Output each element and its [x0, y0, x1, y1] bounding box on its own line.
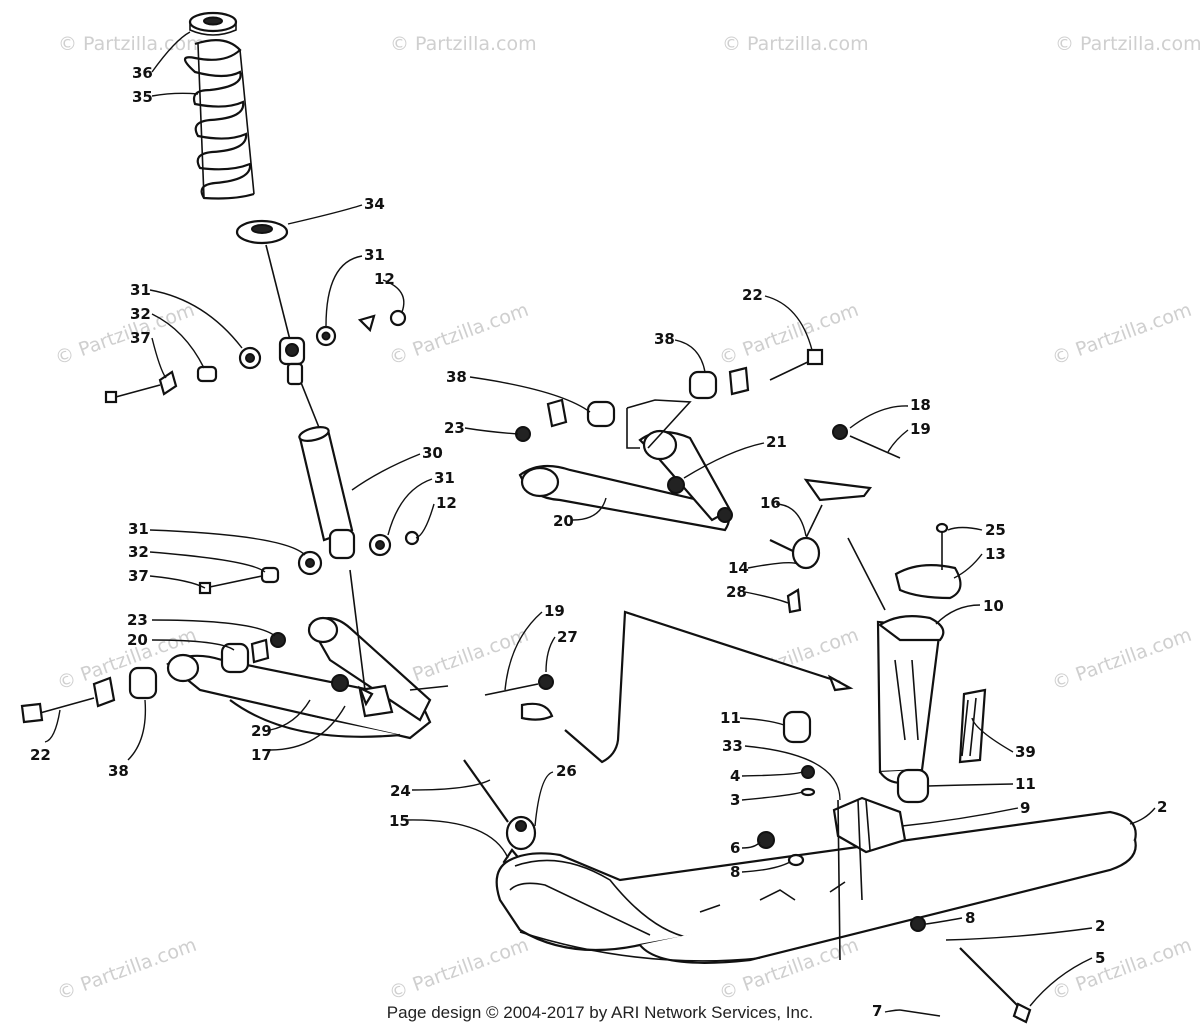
callout-33: 33	[722, 737, 743, 755]
watermark: © Partzilla.com	[1049, 299, 1194, 370]
lower-arm-hardware	[20, 632, 286, 724]
spring-retainer-bottom	[235, 219, 289, 245]
callout-9: 9	[1020, 799, 1030, 817]
callout-4: 4	[730, 767, 740, 785]
coil-spring	[183, 39, 255, 200]
watermark: © Partzilla.com	[722, 33, 869, 55]
watermark: © Partzilla.com	[1049, 624, 1194, 695]
watermark: © Partzilla.com	[716, 299, 861, 370]
tie-rod-end-upper	[769, 504, 823, 614]
callout-24: 24	[390, 782, 411, 800]
decal	[958, 688, 987, 764]
callout-34: 34	[364, 195, 385, 213]
callout-14: 14	[728, 559, 749, 577]
callout-19: 19	[910, 420, 931, 438]
callout-16: 16	[760, 494, 781, 512]
ski-saddle	[832, 796, 907, 854]
steering-plate	[803, 424, 901, 611]
callout-19: 19	[544, 602, 565, 620]
callout-27: 27	[557, 628, 578, 646]
callout-20: 20	[553, 512, 574, 530]
watermark: © Partzilla.com	[1055, 33, 1200, 55]
callout-6: 6	[730, 839, 740, 857]
callout-38: 38	[446, 368, 467, 386]
callout-22: 22	[742, 286, 763, 304]
bumper-pad	[894, 522, 962, 600]
ski-spindle	[876, 615, 945, 784]
lower-mount-hardware	[198, 530, 420, 595]
callout-21: 21	[766, 433, 787, 451]
callout-11: 11	[720, 709, 741, 727]
callout-8: 8	[965, 909, 975, 927]
ski	[495, 810, 1137, 964]
callout-31: 31	[130, 281, 151, 299]
callout-31: 31	[434, 469, 455, 487]
callout-37: 37	[128, 567, 149, 585]
upper-a-arm	[518, 399, 733, 532]
spring-retainer-top	[188, 11, 238, 36]
tie-rod-end-lower	[463, 674, 554, 874]
upper-arm-hardware	[515, 348, 824, 442]
shock-absorber	[298, 426, 356, 560]
callout-22: 22	[30, 746, 51, 764]
callout-35: 35	[132, 88, 153, 106]
callout-5: 5	[1095, 949, 1105, 967]
lower-a-arm	[166, 616, 449, 740]
callout-29: 29	[251, 722, 272, 740]
upper-mount-hardware	[104, 309, 407, 404]
callout-7: 7	[872, 1002, 882, 1020]
callout-31: 31	[128, 520, 149, 538]
callout-labels: 36 35 34 31 32 37 31 12 30 31 12 31 32 3…	[30, 64, 1167, 1020]
callout-3: 3	[730, 791, 740, 809]
watermark: © Partzilla.com	[58, 33, 205, 55]
callout-23: 23	[127, 611, 148, 629]
callout-38: 38	[654, 330, 675, 348]
callout-12: 12	[374, 270, 395, 288]
watermark: © Partzilla.com	[386, 299, 531, 370]
watermark: © Partzilla.com	[390, 33, 537, 55]
callout-39: 39	[1015, 743, 1036, 761]
parts-layer	[20, 11, 1137, 1024]
copyright-footer: Page design © 2004-2017 by ARI Network S…	[386, 1003, 814, 1022]
callout-20: 20	[127, 631, 148, 649]
callout-13: 13	[985, 545, 1006, 563]
steering-rod	[564, 610, 854, 764]
callout-28: 28	[726, 583, 747, 601]
watermark: © Partzilla.com	[386, 934, 531, 1005]
callout-2: 2	[1157, 798, 1167, 816]
callout-38: 38	[108, 762, 129, 780]
callout-11: 11	[1015, 775, 1036, 793]
callout-25: 25	[985, 521, 1006, 539]
callout-32: 32	[128, 543, 149, 561]
watermark: © Partzilla.com	[54, 934, 199, 1005]
callout-30: 30	[422, 444, 443, 462]
callout-2: 2	[1095, 917, 1105, 935]
callout-23: 23	[444, 419, 465, 437]
callout-10: 10	[983, 597, 1004, 615]
callout-15: 15	[389, 812, 410, 830]
leader-lines	[44, 31, 1156, 1013]
callout-37: 37	[130, 329, 151, 347]
callout-36: 36	[132, 64, 153, 82]
callout-8: 8	[730, 863, 740, 881]
callout-31: 31	[364, 246, 385, 264]
shock-upper-eye	[278, 336, 306, 386]
watermark: © Partzilla.com	[52, 299, 197, 370]
callout-26: 26	[556, 762, 577, 780]
callout-18: 18	[910, 396, 931, 414]
callout-32: 32	[130, 305, 151, 323]
callout-17: 17	[251, 746, 272, 764]
callout-12: 12	[436, 494, 457, 512]
